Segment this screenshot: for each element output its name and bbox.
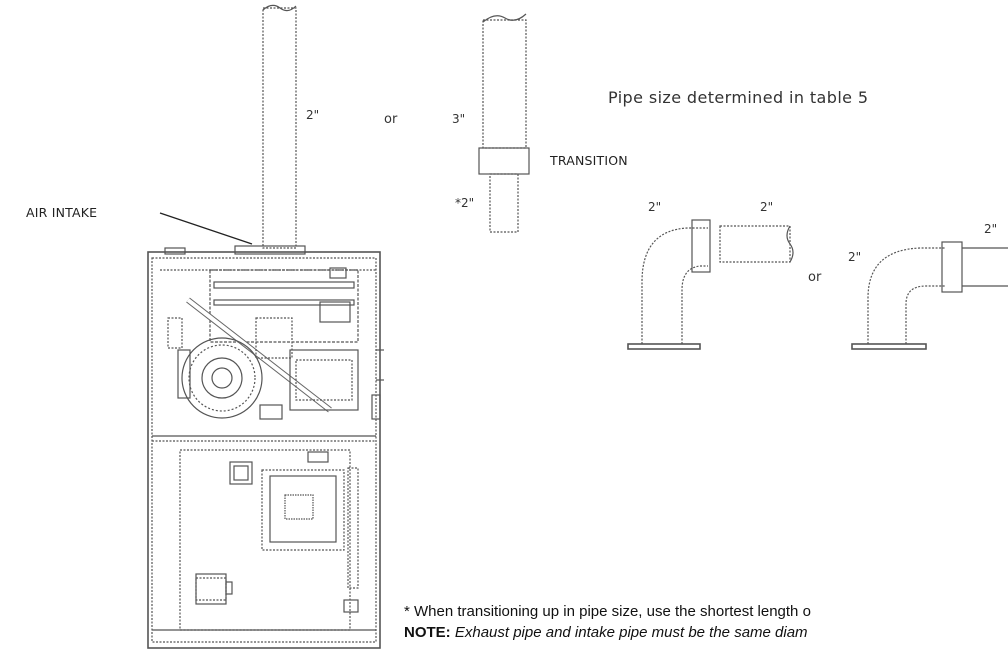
elbow2-horizontal-label: 2" [984, 222, 998, 236]
or-label-2: or [808, 270, 822, 285]
elbow-fitting-1 [627, 219, 794, 350]
footnote-note: NOTE: Exhaust pipe and intake pipe must … [404, 624, 808, 641]
pipe-size-title: Pipe size determined in table 5 [608, 88, 869, 107]
intake-pipe-2in [262, 4, 297, 249]
elbow2-vertical-label: 2" [848, 250, 862, 264]
transition-pipe [478, 13, 530, 233]
note-label: NOTE: [404, 624, 451, 641]
or-label-1: or [384, 112, 398, 127]
pipe-2in-label: 2" [306, 108, 320, 122]
elbow1-vertical-label: 2" [648, 200, 662, 214]
pipe-3in-label: 3" [452, 112, 466, 126]
pipe-2in-star-label: *2" [455, 196, 475, 210]
transition-label: TRANSITION [550, 153, 628, 168]
air-intake-leader [159, 212, 253, 245]
elbow1-horizontal-label: 2" [760, 200, 774, 214]
note-text: Exhaust pipe and intake pipe must be the… [454, 624, 808, 641]
air-intake-label: AIR INTAKE [26, 205, 98, 220]
furnace-cabinet [147, 245, 384, 649]
elbow-fitting-2 [851, 241, 1008, 350]
footnote-transition: * When transitioning up in pipe size, us… [404, 603, 811, 620]
